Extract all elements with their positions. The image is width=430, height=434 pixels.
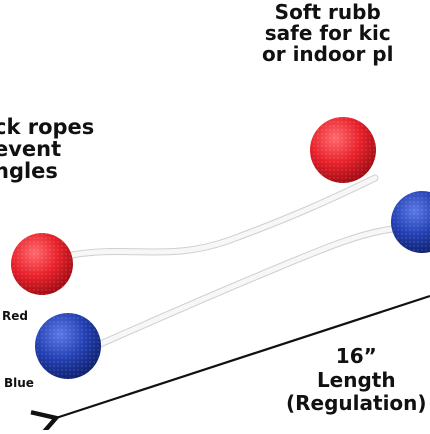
blue-label: Blue	[4, 376, 34, 390]
red-label: Red	[2, 309, 28, 323]
red-ball-back	[310, 117, 376, 183]
blue-bolo-rope	[94, 224, 404, 349]
dimension-arrow	[30, 294, 430, 434]
blue-ball-back	[391, 191, 430, 253]
red-ball-front	[11, 233, 73, 295]
blue-ball-front	[35, 313, 101, 379]
soft-rubber-callout: Soft rubb safe for kic or indoor pl	[262, 0, 394, 66]
length-callout: 16” Length (Regulation)	[286, 344, 427, 416]
ropes-callout: ck ropes event ngles	[0, 115, 95, 184]
red-bolo-rope	[68, 174, 379, 259]
